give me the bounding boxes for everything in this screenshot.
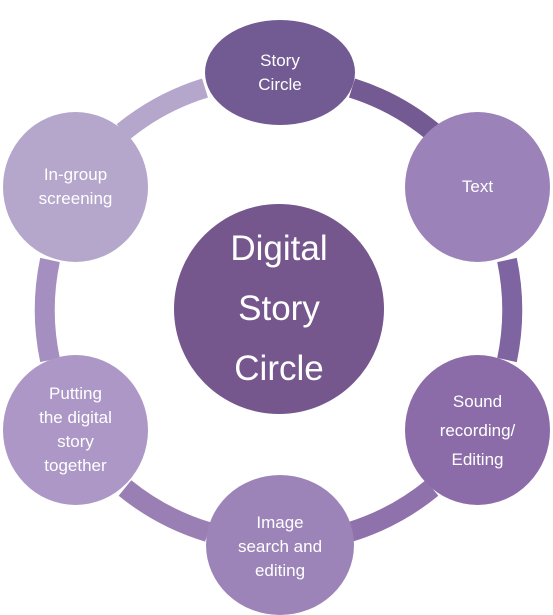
step-putting-story-together-label: Putting the digital story together <box>39 384 112 475</box>
step-story-circle: Story Circle <box>205 20 355 125</box>
step-text-label: Text <box>461 177 494 196</box>
arc-text-to-sound <box>497 257 523 363</box>
step-in-group-screening: In-group screening <box>3 112 148 262</box>
step-image-search-editing-label: Image search and editing <box>237 513 323 580</box>
step-in-group-screening-label: In-group screening <box>38 165 113 208</box>
arc-sound-to-image <box>346 480 439 542</box>
arc-image-to-putting <box>118 480 212 542</box>
step-putting-story-together: Putting the digital story together <box>3 355 148 505</box>
step-story-circle-label: Story Circle <box>258 50 302 94</box>
step-text: Text <box>405 112 550 262</box>
center-label: Digital Story Circle <box>230 229 328 388</box>
center-circle: Digital Story Circle <box>174 204 384 414</box>
step-sound-recording-editing-label: Sound recording/ Editing <box>439 391 516 469</box>
arc-putting-to-screening <box>34 257 60 363</box>
step-sound-recording-editing: Sound recording/ Editing <box>405 355 550 505</box>
step-image-search-editing: Image search and editing <box>206 475 354 615</box>
arc-screening-to-story <box>116 78 209 140</box>
arc-story-to-text <box>348 78 440 140</box>
